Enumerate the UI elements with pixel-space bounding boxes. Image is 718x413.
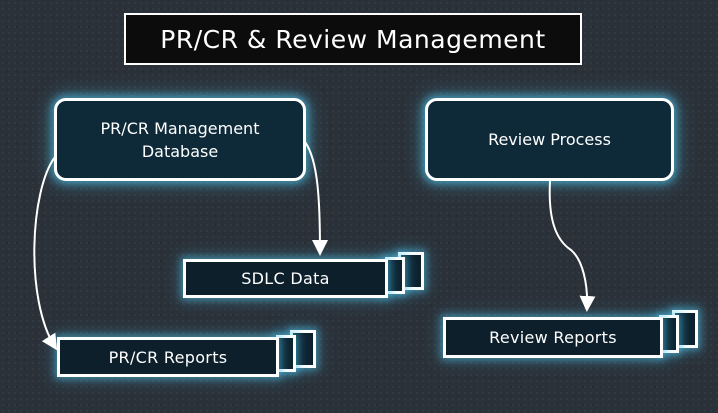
prcr-management-database-node[interactable]: PR/CR Management Database	[54, 98, 306, 181]
review-reports-label: Review Reports	[489, 328, 617, 347]
prcr-reports-page-front	[57, 337, 279, 377]
sdlc-data-label: SDLC Data	[241, 269, 330, 288]
review-process-label: Review Process	[488, 130, 611, 149]
sdlc-data-page-front	[183, 259, 388, 298]
arrow-database-to-sdlc-data	[304, 141, 328, 256]
diagram-title: PR/CR & Review Management	[124, 13, 582, 65]
review-reports-page-front	[443, 317, 663, 358]
arrow-database-to-prcr-reports	[33, 156, 58, 351]
arrow-review-process-to-review-reports	[548, 180, 596, 312]
review-process-node[interactable]: Review Process	[425, 98, 674, 181]
prcr-management-database-label: PR/CR Management Database	[100, 118, 260, 161]
prcr-reports-label: PR/CR Reports	[108, 347, 228, 367]
